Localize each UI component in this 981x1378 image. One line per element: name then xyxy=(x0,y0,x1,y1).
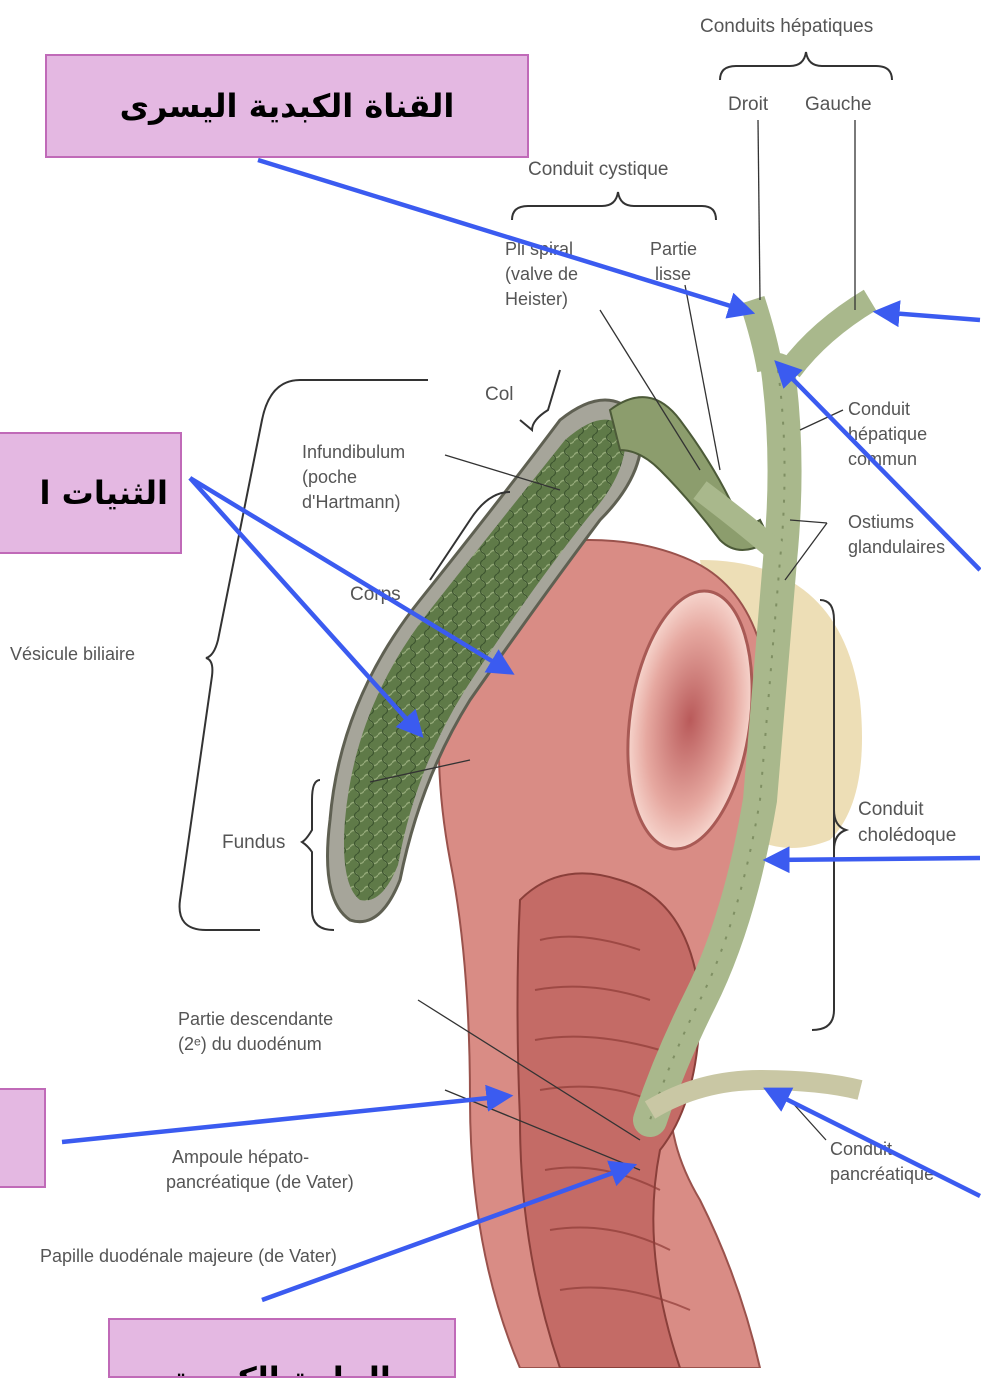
label-gallbladder: Vésicule biliaire xyxy=(10,644,135,664)
label-infundibulum-2: (poche xyxy=(302,467,357,487)
label-ampulla-2: pancréatique (de Vater) xyxy=(166,1172,354,1192)
callout-left-hepatic-duct: القناة الكبدية اليسرى xyxy=(45,54,529,158)
callout-folds-text: الثنيات ا xyxy=(40,474,168,512)
callout-folds: الثنيات ا xyxy=(0,432,182,554)
label-common-hepatic-2: hépatique xyxy=(848,424,927,444)
label-common-hepatic: Conduit xyxy=(848,399,910,419)
label-hepatic-ducts: Conduits hépatiques xyxy=(700,16,873,37)
label-cystic-duct: Conduit cystique xyxy=(528,159,668,180)
label-spiral-fold-2: (valve de xyxy=(505,264,578,284)
label-infundibulum: Infundibulum xyxy=(302,442,405,462)
label-fundus: Fundus xyxy=(222,832,285,853)
label-neck: Col xyxy=(485,384,514,405)
label-smooth-part: Partie xyxy=(650,239,697,259)
label-ampulla: Ampoule hépato- xyxy=(172,1147,309,1167)
label-duodenum-2: (2ᵉ) du duodénum xyxy=(178,1034,322,1054)
callout-major-papilla: الحلمة الكبيرة xyxy=(108,1318,456,1378)
label-bile-duct: Conduit xyxy=(858,799,924,820)
label-spiral-fold-3: Heister) xyxy=(505,289,568,309)
label-ostium-2: glandulaires xyxy=(848,537,945,557)
label-smooth-part-2: lisse xyxy=(655,264,691,284)
label-duodenum: Partie descendante xyxy=(178,1009,333,1029)
label-bile-duct-2: cholédoque xyxy=(858,825,956,846)
callout-left-hepatic-duct-text: القناة الكبدية اليسرى xyxy=(120,87,455,125)
callout-major-papilla-text: الحلمة الكبيرة xyxy=(173,1360,391,1378)
label-ostium: Ostiums xyxy=(848,512,914,532)
label-left: Gauche xyxy=(805,94,872,115)
callout-empty xyxy=(0,1088,46,1188)
label-infundibulum-3: d'Hartmann) xyxy=(302,492,400,512)
left-hepatic-duct xyxy=(790,300,870,370)
label-right: Droit xyxy=(728,94,769,115)
label-papilla: Papille duodénale majeure (de Vater) xyxy=(40,1246,337,1266)
label-common-hepatic-3: commun xyxy=(848,449,917,469)
